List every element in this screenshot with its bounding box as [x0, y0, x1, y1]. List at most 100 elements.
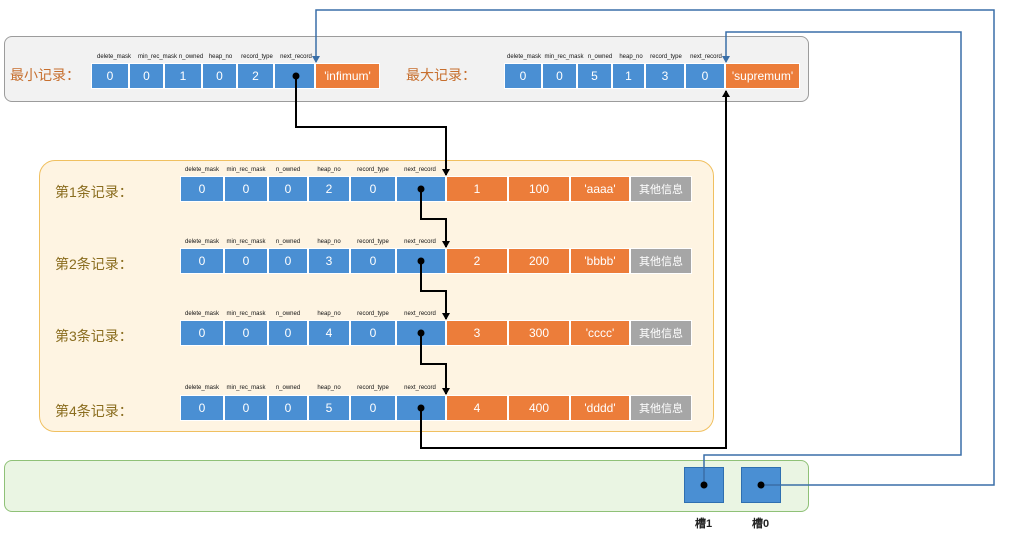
- record-1-label: 第1条记录：: [55, 184, 133, 200]
- infimum-min-rec-mask: 0: [129, 63, 164, 89]
- infimum-header-next-record: next_record: [280, 54, 312, 60]
- record-3-record-type: 0: [350, 320, 396, 346]
- record-4-label: 第4条记录：: [55, 403, 133, 419]
- record-4-delete-mask: 0: [180, 395, 224, 421]
- record-2-extra-info: 其他信息: [630, 248, 692, 274]
- record-2-header-heap-no: heap_no: [317, 239, 341, 245]
- record-4-header-record-type: record_type: [357, 385, 389, 391]
- record-4-min-rec-mask: 0: [224, 395, 268, 421]
- record-4-header-min-rec-mask: min_rec_mask: [226, 385, 266, 391]
- supremum-delete-mask: 0: [504, 63, 542, 89]
- record-2-header-record-type: record_type: [357, 239, 389, 245]
- record-3-text: 'cccc': [570, 320, 630, 346]
- supremum-data: 'supremum': [725, 63, 800, 89]
- record-4-header-heap-no: heap_no: [317, 385, 341, 391]
- record-3-header-n-owned: n_owned: [275, 311, 301, 317]
- record-2-text: 'bbbb': [570, 248, 630, 274]
- record-2-record-type: 0: [350, 248, 396, 274]
- record-1-text: 'aaaa': [570, 176, 630, 202]
- record-2-delete-mask: 0: [180, 248, 224, 274]
- record-1-header-record-type: record_type: [357, 167, 389, 173]
- infimum-header-heap-no: heap_no: [208, 54, 233, 60]
- infimum-next-record: [274, 63, 315, 89]
- slot-0-label: 槽0: [752, 518, 770, 530]
- record-2-heap-no: 3: [308, 248, 350, 274]
- record-4-next-record: [396, 395, 446, 421]
- record-2-value: 200: [508, 248, 570, 274]
- record-1-header-min-rec-mask: min_rec_mask: [226, 167, 266, 173]
- record-4-header-next-record: next_record: [404, 385, 436, 391]
- record-3-min-rec-mask: 0: [224, 320, 268, 346]
- slot-1: [684, 467, 724, 503]
- record-4-header-n-owned: n_owned: [275, 385, 301, 391]
- infimum-label: 最小记录：: [10, 67, 80, 83]
- infimum-header-n-owned: n_owned: [178, 54, 204, 60]
- infimum-data: 'infimum': [315, 63, 380, 89]
- record-3-extra-info: 其他信息: [630, 320, 692, 346]
- record-4-value: 400: [508, 395, 570, 421]
- record-4-extra-info: 其他信息: [630, 395, 692, 421]
- infimum-n-owned: 1: [164, 63, 202, 89]
- record-4-text: 'dddd': [570, 395, 630, 421]
- supremum-label: 最大记录：: [406, 67, 476, 83]
- record-3-n-owned: 0: [268, 320, 308, 346]
- record-2-header-min-rec-mask: min_rec_mask: [226, 239, 266, 245]
- record-1-header-next-record: next_record: [404, 167, 436, 173]
- record-3-heap-no: 4: [308, 320, 350, 346]
- record-2-header-delete-mask: delete_mask: [184, 239, 220, 245]
- record-2-min-rec-mask: 0: [224, 248, 268, 274]
- record-3-next-record: [396, 320, 446, 346]
- record-3-header-delete-mask: delete_mask: [184, 311, 220, 317]
- infimum-record-type: 2: [237, 63, 274, 89]
- record-1-header-n-owned: n_owned: [275, 167, 301, 173]
- record-3-delete-mask: 0: [180, 320, 224, 346]
- supremum-min-rec-mask: 0: [542, 63, 577, 89]
- record-3-header-min-rec-mask: min_rec_mask: [226, 311, 266, 317]
- supremum-heap-no: 1: [612, 63, 645, 89]
- record-4-id: 4: [446, 395, 508, 421]
- record-1-min-rec-mask: 0: [224, 176, 268, 202]
- record-1-next-record: [396, 176, 446, 202]
- record-2-label: 第2条记录：: [55, 256, 133, 272]
- record-1-record-type: 0: [350, 176, 396, 202]
- record-1-header-heap-no: heap_no: [317, 167, 341, 173]
- infimum-header-min-rec-mask: min_rec_mask: [137, 54, 177, 60]
- record-3-header-heap-no: heap_no: [317, 311, 341, 317]
- supremum-record-type: 3: [645, 63, 685, 89]
- record-2-header-next-record: next_record: [404, 239, 436, 245]
- infimum-heap-no: 0: [202, 63, 237, 89]
- record-1-value: 100: [508, 176, 570, 202]
- record-4-heap-no: 5: [308, 395, 350, 421]
- record-3-header-next-record: next_record: [404, 311, 436, 317]
- record-2-n-owned: 0: [268, 248, 308, 274]
- record-1-id: 1: [446, 176, 508, 202]
- record-3-value: 300: [508, 320, 570, 346]
- supremum-n-owned: 5: [577, 63, 612, 89]
- infimum-delete-mask: 0: [91, 63, 129, 89]
- record-4-record-type: 0: [350, 395, 396, 421]
- record-3-id: 3: [446, 320, 508, 346]
- record-1-heap-no: 2: [308, 176, 350, 202]
- infimum-header-record-type: record_type: [241, 54, 273, 60]
- supremum-header-next-record: next_record: [690, 54, 722, 60]
- record-2-next-record: [396, 248, 446, 274]
- record-1-n-owned: 0: [268, 176, 308, 202]
- record-2-id: 2: [446, 248, 508, 274]
- slot-1-label: 槽1: [695, 518, 713, 530]
- supremum-next-record: 0: [685, 63, 725, 89]
- supremum-header-record-type: record_type: [650, 54, 682, 60]
- record-4-n-owned: 0: [268, 395, 308, 421]
- record-1-header-delete-mask: delete_mask: [184, 167, 220, 173]
- infimum-header-delete-mask: delete_mask: [96, 54, 132, 60]
- record-1-delete-mask: 0: [180, 176, 224, 202]
- supremum-header-n-owned: n_owned: [587, 54, 613, 60]
- record-4-header-delete-mask: delete_mask: [184, 385, 220, 391]
- record-2-header-n-owned: n_owned: [275, 239, 301, 245]
- supremum-header-min-rec-mask: min_rec_mask: [544, 54, 584, 60]
- supremum-header-delete-mask: delete_mask: [506, 54, 542, 60]
- supremum-header-heap-no: heap_no: [619, 54, 643, 60]
- record-3-label: 第3条记录：: [55, 328, 133, 344]
- record-3-header-record-type: record_type: [357, 311, 389, 317]
- record-1-extra-info: 其他信息: [630, 176, 692, 202]
- slot-0: [741, 467, 781, 503]
